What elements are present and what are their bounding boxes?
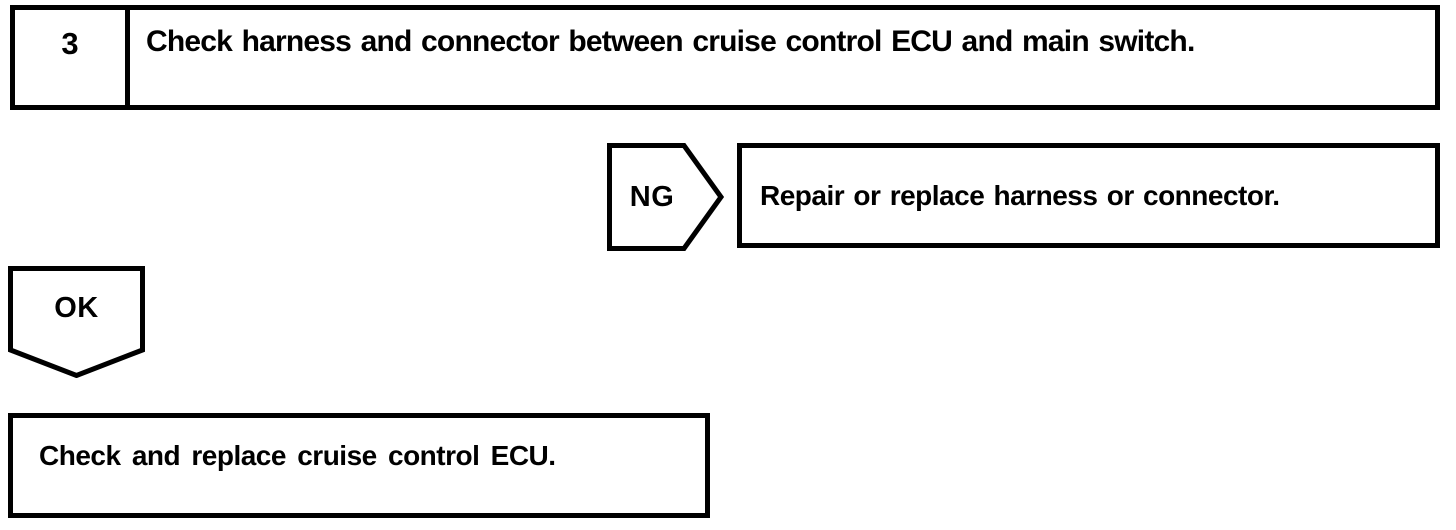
ng-action-text: Repair or replace harness or connector. bbox=[760, 179, 1280, 211]
step-instruction-cell: Check harness and connector between crui… bbox=[130, 10, 1435, 105]
step-number: 3 bbox=[61, 26, 79, 61]
ok-label: OK bbox=[54, 291, 99, 324]
ng-connector: NG bbox=[607, 143, 724, 251]
ng-label: NG bbox=[629, 180, 675, 213]
step-box: 3 Check harness and connector between cr… bbox=[10, 5, 1440, 110]
ok-connector: OK bbox=[8, 266, 145, 378]
step-instruction-text: Check harness and connector between crui… bbox=[146, 25, 1195, 58]
ok-pentagon-icon bbox=[8, 266, 145, 378]
ng-action-box: Repair or replace harness or connector. bbox=[737, 143, 1440, 248]
ok-action-text: Check and replace cruise control ECU. bbox=[39, 440, 556, 471]
ok-action-box: Check and replace cruise control ECU. bbox=[8, 413, 710, 518]
ng-pentagon-icon bbox=[607, 143, 724, 251]
step-number-cell: 3 bbox=[15, 10, 130, 105]
